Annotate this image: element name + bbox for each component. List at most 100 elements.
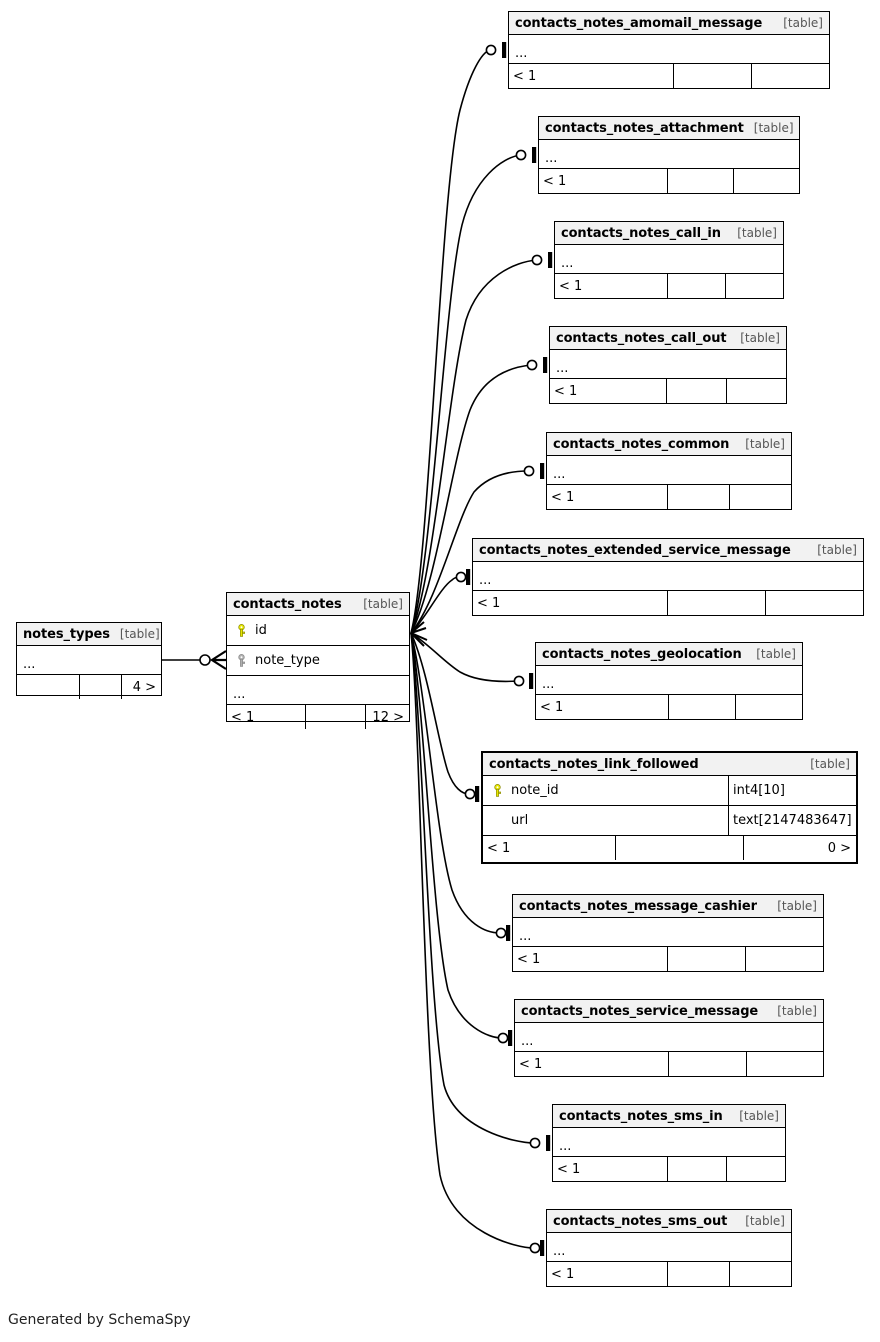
table-header: contacts_notes_call_out[table] — [550, 327, 786, 350]
footer-parent-count: < 1 — [487, 840, 511, 856]
column-name-cell: note_type — [227, 653, 409, 668]
ellipsis-label: ... — [553, 467, 566, 482]
footer-middle-cell — [666, 379, 726, 403]
cardinality-zero-or-one-contacts_notes_message_cashier — [495, 925, 511, 941]
table-type-tag: [table] — [753, 121, 794, 135]
column-row[interactable]: note_id int4[10] — [483, 776, 856, 806]
foreign-key-icon — [235, 654, 248, 667]
table-name-label: contacts_notes_amomail_message — [515, 15, 763, 31]
table-name-label: contacts_notes_geolocation — [542, 646, 742, 662]
table-footer: < 1 — [513, 947, 823, 971]
table-contacts_notes_extended_service_message[interactable]: contacts_notes_extended_service_message[… — [472, 538, 864, 616]
table-footer: < 1 — [555, 274, 783, 298]
table-contacts_notes_amomail_message[interactable]: contacts_notes_amomail_message[table]...… — [508, 11, 830, 89]
cardinality-zero-or-one-contacts_notes_common — [523, 463, 545, 479]
table-footer: < 1 12 > — [227, 705, 409, 729]
column-row-ellipsis[interactable]: ... — [513, 918, 823, 947]
primary-key-icon — [235, 624, 248, 637]
table-contacts_notes_message_cashier[interactable]: contacts_notes_message_cashier [table]...… — [512, 894, 824, 972]
column-row[interactable]: note_type — [227, 646, 409, 676]
ellipsis-label: ... — [553, 1244, 566, 1259]
footer-middle-cell — [667, 169, 733, 193]
table-contacts_notes_sms_out[interactable]: contacts_notes_sms_out[table]...< 1 — [546, 1209, 792, 1287]
footer-parent-count: < 1 — [513, 68, 537, 84]
column-row-ellipsis[interactable]: ... — [553, 1128, 785, 1157]
footer-parent-count: < 1 — [559, 278, 583, 294]
column-row-ellipsis[interactable]: ... — [547, 1233, 791, 1262]
footer-parent-count: < 1 — [554, 383, 578, 399]
table-header: contacts_notes_service_message[table] — [515, 1000, 823, 1023]
table-contacts_notes_geolocation[interactable]: contacts_notes_geolocation[table]...< 1 — [535, 642, 803, 720]
cardinality-zero-or-one-contacts_notes_extended_service_message — [455, 569, 471, 585]
cardinality-zero-or-one-contacts_notes_call_in — [531, 252, 553, 268]
table-footer: < 1 — [536, 695, 802, 719]
footer-middle-cell — [668, 695, 735, 719]
ellipsis-label: ... — [515, 46, 528, 61]
table-header: contacts_notes_extended_service_message[… — [473, 539, 863, 562]
table-footer: < 1 — [509, 64, 829, 88]
table-name-label: contacts_notes_sms_out — [553, 1213, 728, 1229]
table-contacts_notes_common[interactable]: contacts_notes_common[table]... < 1 — [546, 432, 792, 510]
footer-child-count — [735, 695, 802, 719]
footer-parent-count: < 1 — [517, 951, 541, 967]
table-footer: < 1 — [550, 379, 786, 403]
cardinality-zero-or-one-contacts_notes_attachment — [515, 147, 537, 163]
edge-link-followed — [410, 632, 470, 795]
footer-parent-count: < 1 — [557, 1161, 581, 1177]
table-name-label: notes_types — [23, 626, 110, 642]
table-header: contacts_notes_sms_out[table] — [547, 1210, 791, 1233]
cardinality-many-contacts-notes — [199, 650, 227, 670]
column-row-ellipsis[interactable]: ... — [515, 1023, 823, 1052]
table-type-tag: [table] — [739, 1109, 779, 1123]
table-contacts_notes_call_in[interactable]: contacts_notes_call_in[table]... < 1 — [554, 221, 784, 299]
column-row-ellipsis[interactable]: ... — [17, 646, 161, 675]
footer-parent-count: < 1 — [551, 489, 575, 505]
footer-child-count — [725, 274, 783, 298]
table-contacts_notes_link_followed[interactable]: contacts_notes_link_followed[table]note_… — [481, 751, 858, 864]
ellipsis-label: ... — [23, 657, 36, 672]
footer-middle-cell — [305, 705, 365, 729]
column-type-label: int4[10] — [728, 776, 856, 805]
table-header: contacts_notes_message_cashier [table] — [513, 895, 823, 918]
column-name-label: note_id — [511, 783, 559, 798]
footer-parent-count: < 1 — [231, 709, 255, 725]
column-row-ellipsis[interactable]: ... — [539, 140, 799, 169]
column-row[interactable]: id — [227, 616, 409, 646]
column-row-ellipsis[interactable]: ... — [555, 245, 783, 274]
table-footer: < 1 — [515, 1052, 823, 1076]
table-name-label: contacts_notes_common — [553, 436, 730, 452]
footer-child-count: 12 > — [365, 705, 409, 729]
footer-middle-cell — [667, 1157, 726, 1181]
table-type-tag: [table] — [363, 597, 403, 611]
primary-key-icon — [491, 784, 504, 797]
column-row-ellipsis[interactable]: ... — [550, 350, 786, 379]
column-row-ellipsis[interactable]: ... — [227, 676, 409, 705]
cardinality-zero-or-one-contacts_notes_service_message — [497, 1030, 513, 1046]
cardinality-zero-or-one-contacts_notes_call_out — [526, 357, 548, 373]
table-name-label: contacts_notes_message_cashier — [519, 898, 757, 914]
table-type-tag: [table] — [119, 627, 160, 641]
table-notes_types[interactable]: notes_types [table]... 4 > — [16, 622, 162, 699]
table-contacts_notes_sms_in[interactable]: contacts_notes_sms_in[table]...< 1 — [552, 1104, 786, 1182]
column-row-ellipsis[interactable]: ... — [536, 666, 802, 695]
footer-parent-count: < 1 — [519, 1056, 543, 1072]
ellipsis-label: ... — [479, 573, 492, 588]
footer-middle-cell — [615, 836, 743, 860]
table-name-label: contacts_notes_call_out — [556, 330, 727, 346]
table-type-tag: [table] — [777, 899, 817, 913]
footer-middle-cell — [667, 1262, 729, 1286]
table-contacts_notes_attachment[interactable]: contacts_notes_attachment[table]...< 1 — [538, 116, 800, 194]
table-type-tag: [table] — [810, 757, 850, 771]
table-contacts_notes_call_out[interactable]: contacts_notes_call_out[table]... < 1 — [549, 326, 787, 404]
footer-child-count: 4 > — [121, 675, 161, 699]
column-row-ellipsis[interactable]: ... — [509, 35, 829, 64]
column-row-ellipsis[interactable]: ... — [547, 456, 791, 485]
table-contacts_notes_service_message[interactable]: contacts_notes_service_message[table]...… — [514, 999, 824, 1077]
ellipsis-label: ... — [521, 1034, 534, 1049]
table-header: contacts_notes_call_in[table] — [555, 222, 783, 245]
table-header: contacts_notes_common[table] — [547, 433, 791, 456]
column-row-ellipsis[interactable]: ... — [473, 562, 863, 591]
